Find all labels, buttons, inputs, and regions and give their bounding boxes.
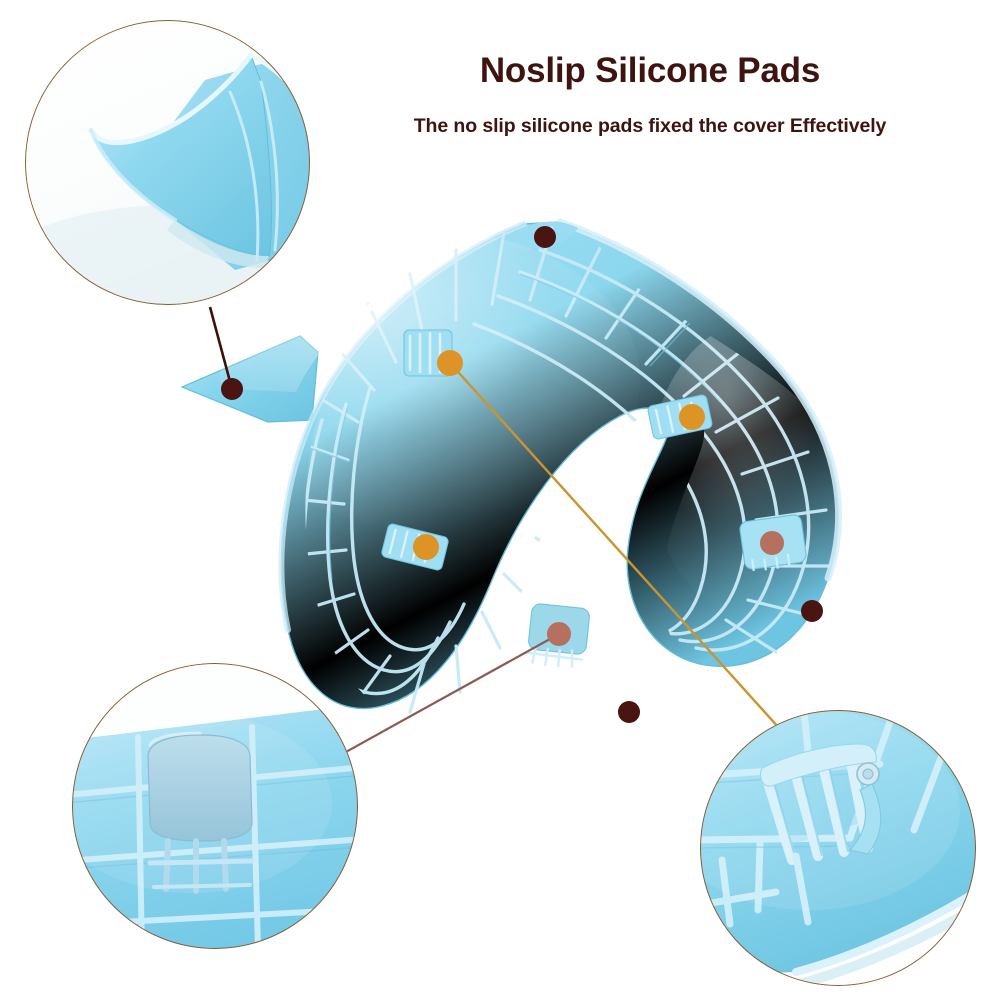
leader-tab: [208, 306, 234, 390]
inset-rib-hinge: [700, 710, 976, 986]
marker-left-rib: [413, 534, 439, 560]
marker-left-tab: [221, 378, 243, 400]
inset-silicone-pad: [72, 663, 358, 949]
inset-corner-tab: [25, 20, 310, 305]
marker-bottom-pad: [618, 701, 640, 723]
marker-upper-rib: [437, 350, 463, 376]
silicone-pad-bracket: [147, 731, 255, 894]
marker-bottom-bracket: [547, 622, 571, 646]
inset-rib-hinge-photo: [700, 710, 976, 986]
marker-right-rib: [679, 404, 705, 430]
inset-silicone-pad-photo: [72, 663, 358, 949]
marker-top-pad: [534, 226, 556, 248]
marker-right-bracket: [760, 531, 784, 555]
inset-corner-tab-photo: [25, 20, 310, 305]
product-body: [180, 218, 860, 714]
hinge-ribs: [759, 743, 882, 865]
marker-right-lower: [801, 600, 823, 622]
